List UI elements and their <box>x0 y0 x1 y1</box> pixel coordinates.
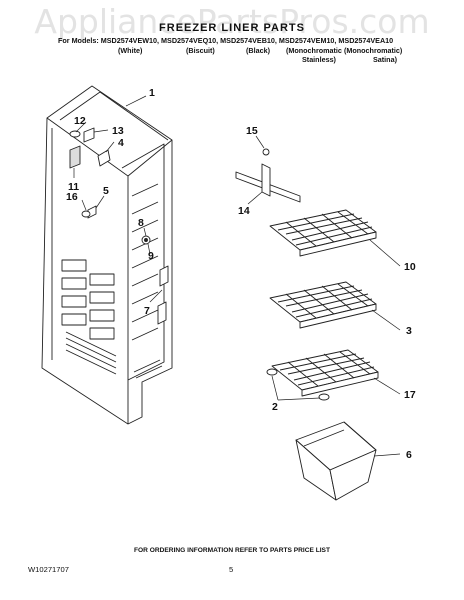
callout-8: 8 <box>138 217 144 229</box>
freezer-bin <box>295 421 377 501</box>
callout-7: 7 <box>144 305 150 317</box>
watermark-text: AppliancePartsPros.com <box>34 2 430 41</box>
callout-9: 9 <box>148 250 154 262</box>
model-variants: (White) (Biscuit) (Black) (Monochromatic… <box>100 46 460 70</box>
wire-shelf-middle <box>269 281 377 329</box>
callout-4: 4 <box>118 137 124 149</box>
variant-black: (Black) <box>246 46 270 55</box>
rear-wall-components <box>69 127 169 325</box>
variant-stainless-sub: Stainless) <box>302 55 336 64</box>
callout-11: 11 <box>68 181 79 193</box>
models-line: For Models: MSD2574VEW10, MSD2574VEQ10, … <box>58 36 394 45</box>
callout-12: 12 <box>74 115 86 127</box>
callout-1: 1 <box>149 87 155 99</box>
callout-13: 13 <box>112 125 124 137</box>
callout-14: 14 <box>238 205 250 217</box>
callout-6: 6 <box>406 449 412 461</box>
callout-5: 5 <box>103 185 109 197</box>
variant-white: (White) <box>118 46 143 55</box>
page-number: 5 <box>229 565 234 574</box>
variant-satina-sub: Satina) <box>373 55 397 64</box>
callout-3: 3 <box>406 325 412 337</box>
callout-17: 17 <box>404 389 416 401</box>
variant-monochromatic-stainless: (Monochromatic <box>286 46 342 55</box>
callout-2: 2 <box>272 401 278 413</box>
leader-lines <box>73 95 401 457</box>
callout-numbers: 1 12 13 4 11 5 16 8 9 7 15 14 10 3 2 17 … <box>66 87 416 461</box>
callout-15: 15 <box>246 125 258 137</box>
callout-10: 10 <box>404 261 416 273</box>
freezer-liner <box>41 85 173 425</box>
ordering-note: FOR ORDERING INFORMATION REFER TO PARTS … <box>134 547 330 554</box>
wire-shelf-lower <box>266 349 379 401</box>
shelf-bracket <box>235 148 301 203</box>
variant-biscuit: (Biscuit) <box>186 46 215 55</box>
wire-shelf-upper <box>269 209 377 257</box>
callout-16: 16 <box>66 191 78 203</box>
document-number: W10271707 <box>28 565 69 574</box>
variant-monochromatic-satina: (Monochromatic) <box>344 46 403 55</box>
page-title: FREEZER LINER PARTS <box>159 22 305 34</box>
